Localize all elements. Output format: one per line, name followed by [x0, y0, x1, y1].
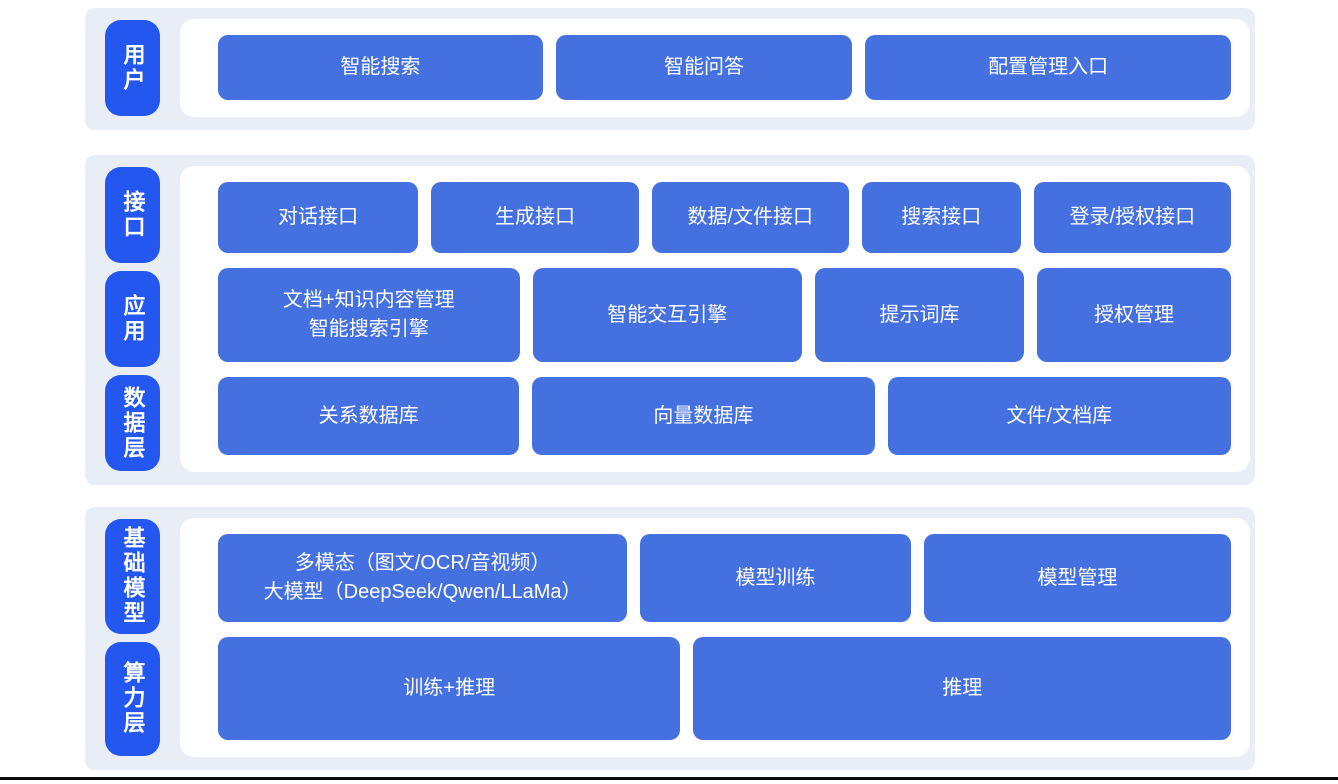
tag-compute-layer: 算力层 — [105, 641, 160, 756]
compute-layer-row: 训练+推理 推理 — [218, 637, 1231, 740]
section-bottom-layers: 基础模型 算力层 多模态（图文/OCR/音视频） 大模型（DeepSeek/Qw… — [85, 507, 1255, 770]
bottom-layers-card: 多模态（图文/OCR/音视频） 大模型（DeepSeek/Qwen/LLaMa）… — [180, 518, 1250, 757]
application-row: 文档+知识内容管理 智能搜索引擎 智能交互引擎 提示词库 授权管理 — [218, 268, 1232, 363]
block-smart-search: 智能搜索 — [218, 35, 543, 100]
block-generation-api: 生成接口 — [431, 182, 639, 254]
block-authorization-management: 授权管理 — [1037, 268, 1232, 363]
tag-user: 用户 — [105, 20, 160, 116]
block-file-document-store: 文件/文档库 — [887, 377, 1231, 455]
block-model-training: 模型训练 — [640, 534, 911, 622]
user-layer-row: 智能搜索 智能问答 配置管理入口 — [218, 35, 1231, 100]
block-smart-interaction-engine: 智能交互引擎 — [532, 268, 802, 363]
middle-layers-card: 对话接口 生成接口 数据/文件接口 搜索接口 登录/授权接口 文档+知识内容管理… — [180, 166, 1250, 472]
bottom-divider — [0, 777, 1338, 780]
tag-interface: 接口 — [105, 167, 160, 263]
block-dialog-api: 对话接口 — [218, 182, 419, 254]
tag-data-layer: 数据层 — [105, 375, 160, 471]
section-middle-layers: 接口 应用 数据层 对话接口 生成接口 数据/文件接口 搜索接口 登录/授权接口… — [85, 155, 1255, 485]
block-data-file-api: 数据/文件接口 — [651, 182, 849, 254]
block-training-plus-inference: 训练+推理 — [218, 637, 681, 740]
foundation-model-row: 多模态（图文/OCR/音视频） 大模型（DeepSeek/Qwen/LLaMa）… — [218, 534, 1232, 622]
block-multimodal-large-model: 多模态（图文/OCR/音视频） 大模型（DeepSeek/Qwen/LLaMa） — [218, 534, 628, 622]
block-relational-database: 关系数据库 — [218, 377, 520, 455]
block-prompt-library: 提示词库 — [814, 268, 1025, 363]
user-layer-card: 智能搜索 智能问答 配置管理入口 — [180, 19, 1250, 117]
tag-application: 应用 — [105, 271, 160, 367]
tag-foundation-model: 基础模型 — [105, 519, 160, 634]
block-doc-knowledge-search-engine: 文档+知识内容管理 智能搜索引擎 — [218, 268, 520, 363]
interface-row: 对话接口 生成接口 数据/文件接口 搜索接口 登录/授权接口 — [218, 182, 1231, 254]
data-layer-row: 关系数据库 向量数据库 文件/文档库 — [218, 377, 1231, 455]
user-layer-gutter: 用户 — [85, 8, 180, 130]
bottom-layers-gutter: 基础模型 算力层 — [85, 507, 180, 770]
block-search-api: 搜索接口 — [861, 182, 1021, 254]
block-inference: 推理 — [693, 637, 1231, 740]
block-smart-qa: 智能问答 — [555, 35, 853, 100]
block-login-auth-api: 登录/授权接口 — [1033, 182, 1231, 254]
block-config-management-entry: 配置管理入口 — [865, 35, 1231, 100]
block-model-management: 模型管理 — [923, 534, 1232, 622]
middle-layers-gutter: 接口 应用 数据层 — [85, 155, 180, 485]
block-vector-database: 向量数据库 — [532, 377, 875, 455]
section-user-layer: 用户 智能搜索 智能问答 配置管理入口 — [85, 8, 1255, 130]
